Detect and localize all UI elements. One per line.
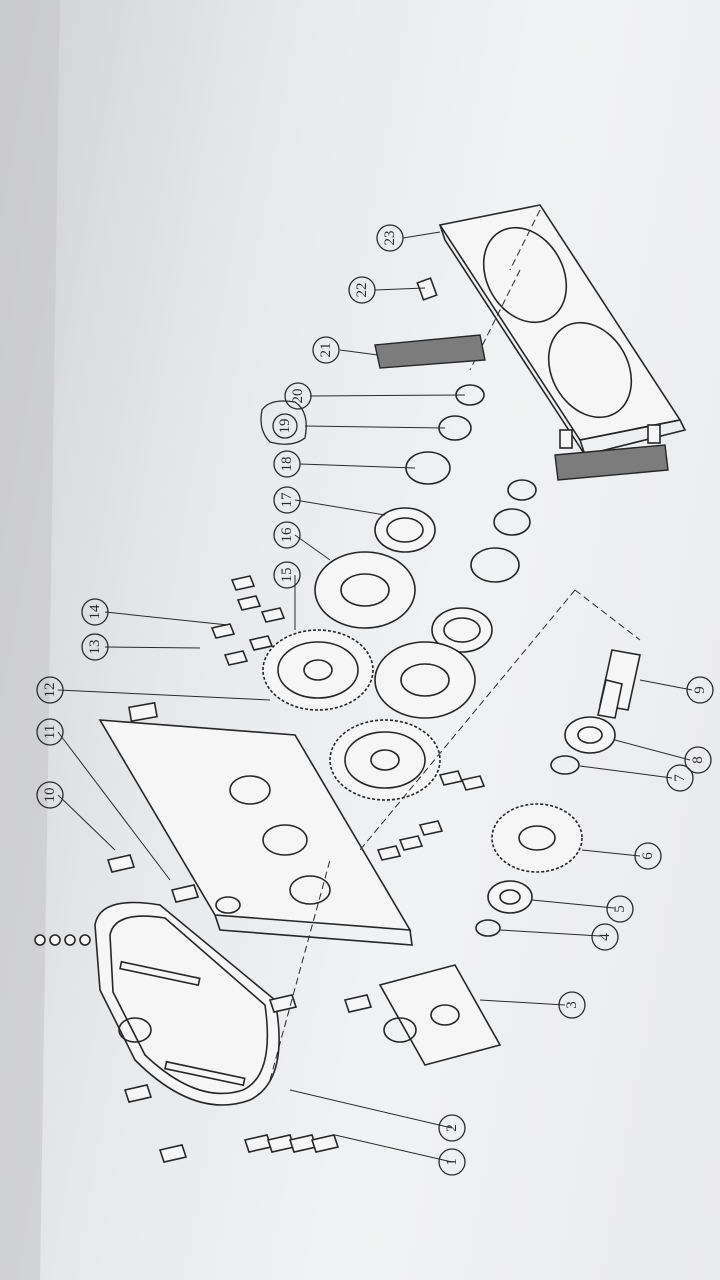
callout-11: 11 (36, 718, 64, 746)
spacer-7 (550, 755, 580, 775)
callout-23: 23 (376, 224, 404, 252)
callout-14: 14 (81, 598, 109, 626)
nuts-left (34, 934, 91, 946)
bolts-2 (123, 994, 373, 1163)
svg-text:21: 21 (318, 343, 334, 358)
svg-text:14: 14 (87, 604, 103, 620)
retaining-ring-4 (475, 919, 501, 937)
stippled-bracket-right (554, 424, 669, 481)
snap-ring-lower-2 (493, 508, 531, 536)
svg-text:9: 9 (692, 686, 708, 694)
bearing-17 (374, 507, 436, 553)
bolts-1 (243, 1134, 340, 1153)
base-plate-11 (98, 701, 413, 946)
svg-text:6: 6 (640, 852, 656, 860)
assembly-line-b (359, 589, 576, 851)
stippled-bracket-left (374, 334, 486, 369)
callout-4: 4 (591, 923, 619, 951)
callout-17: 17 (273, 486, 301, 514)
callout-9: 9 (686, 676, 714, 704)
svg-text:2: 2 (444, 1124, 460, 1132)
bearing-housing-3 (378, 964, 502, 1066)
callout-21: 21 (312, 336, 340, 364)
svg-text:7: 7 (672, 774, 688, 782)
svg-text:18: 18 (279, 457, 295, 472)
bolts-lower-cluster (376, 770, 486, 861)
callout-2: 2 (438, 1114, 466, 1142)
gear-6 (491, 803, 583, 873)
svg-text:16: 16 (279, 527, 295, 543)
callout-8: 8 (684, 746, 712, 774)
svg-text:5: 5 (612, 905, 628, 913)
bolts-13-14-cluster (210, 575, 286, 666)
svg-text:10: 10 (42, 788, 58, 803)
svg-text:19: 19 (277, 419, 293, 434)
callout-leaders (57, 231, 693, 1163)
top-frame-assembly (438, 204, 687, 456)
bearing-8 (564, 716, 616, 754)
svg-text:11: 11 (42, 725, 58, 739)
pin-22 (416, 277, 438, 301)
callout-5: 5 (606, 895, 634, 923)
assembly-line-a (574, 589, 641, 641)
callout-18: 18 (273, 450, 301, 478)
callout-15: 15 (273, 561, 301, 589)
gear-cover (94, 901, 280, 1106)
svg-text:8: 8 (690, 756, 706, 764)
callout-20: 20 (284, 382, 312, 410)
callout-6: 6 (634, 842, 662, 870)
svg-text:23: 23 (382, 231, 398, 246)
flange-16 (314, 551, 416, 629)
snap-ring-lower-3 (470, 547, 520, 583)
snap-ring-lower-1 (507, 479, 537, 501)
paper-shadow (0, 0, 60, 1280)
bolts-10 (106, 854, 200, 903)
bearing-5 (487, 880, 533, 914)
svg-text:13: 13 (87, 640, 103, 655)
assembly-line-c (269, 859, 331, 1081)
callout-10: 10 (36, 781, 64, 809)
svg-text:12: 12 (42, 683, 58, 698)
svg-text:15: 15 (279, 568, 295, 583)
callout-13: 13 (81, 633, 109, 661)
pinion-shaft-9 (597, 649, 641, 719)
bearing-lower (431, 607, 493, 653)
svg-text:1: 1 (444, 1158, 460, 1166)
svg-text:4: 4 (597, 933, 613, 941)
callout-22: 22 (348, 276, 376, 304)
callout-7: 7 (666, 764, 694, 792)
svg-text:17: 17 (279, 492, 295, 508)
callout-19: 19 (260, 400, 307, 445)
callout-3: 3 (558, 991, 586, 1019)
svg-text:3: 3 (564, 1001, 580, 1009)
callout-16: 16 (273, 521, 301, 549)
gear-lower (329, 719, 441, 801)
svg-text:20: 20 (290, 389, 306, 404)
callout-12: 12 (36, 676, 64, 704)
svg-text:22: 22 (354, 283, 370, 298)
callout-1: 1 (438, 1148, 466, 1176)
gear-15 (262, 629, 374, 711)
flange-lower (374, 641, 476, 719)
